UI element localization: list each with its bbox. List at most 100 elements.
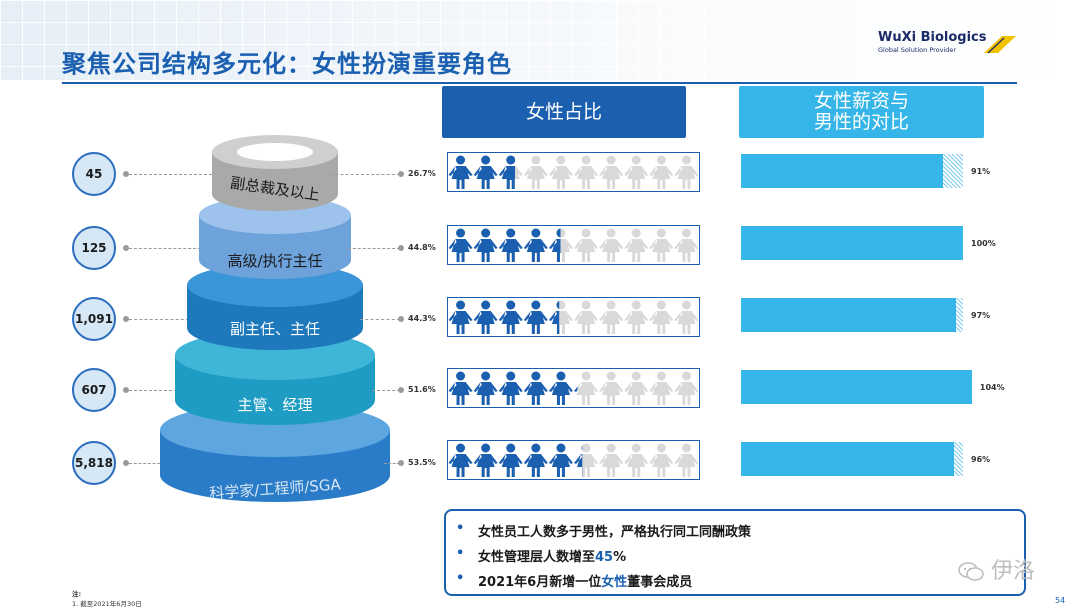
- pay-ratio-bar-gap: [956, 298, 963, 332]
- pay-ratio-bar-gap: [954, 442, 963, 476]
- person-head: [456, 300, 466, 310]
- right-connector-dot: [398, 245, 404, 251]
- person-head: [531, 443, 541, 453]
- person-head: [506, 228, 516, 238]
- person-icon: [674, 239, 699, 262]
- pay-ratio-value-senior-director: 100%: [971, 239, 996, 248]
- person-head: [556, 155, 566, 165]
- key-point-2-prefix: 女性管理层人数增至: [478, 550, 596, 565]
- company-logo: WuXi Biologics Global Solution Provider: [878, 30, 1018, 60]
- person-head: [681, 228, 691, 238]
- tier-count-manager: 607: [72, 368, 116, 412]
- header-background: [0, 0, 1080, 80]
- person-head: [581, 443, 591, 453]
- person-head: [581, 371, 591, 381]
- tier-count-director: 1,091: [72, 297, 116, 341]
- key-point-2-value: 45: [595, 550, 614, 565]
- person-icon: [548, 239, 561, 262]
- person-icon: [674, 311, 699, 334]
- tier-count-scientist: 5,818: [72, 441, 116, 485]
- tier-count-vp: 45: [72, 152, 116, 196]
- person-icon: [599, 454, 624, 477]
- person-icon: [674, 382, 699, 405]
- female-pct-scientist: 53.5%: [408, 458, 436, 467]
- left-connector-dot: [123, 171, 129, 177]
- left-connector-dot: [123, 316, 129, 322]
- person-head: [581, 445, 583, 451]
- key-point-3-suffix: 董事会成员: [627, 575, 693, 590]
- female-ratio-pictogram-senior-director: [447, 225, 700, 265]
- person-icon: [473, 382, 498, 405]
- person-icon: [473, 239, 498, 262]
- person-icon: [599, 166, 624, 189]
- person-icon: [599, 382, 624, 405]
- person-icon: [498, 311, 523, 334]
- person-icon: [498, 454, 523, 477]
- left-connector-line: [129, 319, 189, 320]
- person-head: [506, 155, 516, 165]
- tier-label-manager: 主管、经理: [237, 396, 313, 414]
- right-connector-line: [330, 174, 400, 175]
- person-head: [681, 300, 691, 310]
- right-connector-line: [360, 319, 400, 320]
- person-icon: [649, 166, 674, 189]
- right-connector-dot: [398, 387, 404, 393]
- person-head: [656, 443, 666, 453]
- female-ratio-header: 女性占比: [442, 86, 686, 138]
- pay-ratio-value-manager: 104%: [979, 383, 1005, 392]
- key-point-3: 2021年6月新增一位女性董事会成员: [456, 571, 693, 590]
- person-head: [656, 300, 666, 310]
- right-connector-line: [384, 463, 400, 464]
- person-head: [681, 155, 691, 165]
- person-icon: [548, 382, 573, 405]
- person-icon: [523, 382, 548, 405]
- person-icon: [674, 166, 699, 189]
- person-icon: [448, 239, 473, 262]
- person-head: [556, 228, 561, 238]
- right-connector-dot: [398, 460, 404, 466]
- pay-ratio-bar-fill: [741, 298, 957, 332]
- female-ratio-pictogram-scientist: [447, 440, 700, 480]
- person-icon: [599, 239, 624, 262]
- person-head: [531, 228, 541, 238]
- person-head: [606, 371, 616, 381]
- person-icon: [523, 239, 548, 262]
- pay-ratio-bar-fill: [741, 226, 963, 260]
- person-head: [456, 228, 466, 238]
- female-ratio-pictogram-manager: [447, 368, 700, 408]
- tier-count-senior-director: 125: [72, 226, 116, 270]
- person-head: [681, 443, 691, 453]
- person-head: [606, 300, 616, 310]
- pay-ratio-value-director: 97%: [971, 311, 991, 320]
- person-icon: [473, 166, 498, 189]
- left-connector-dot: [123, 245, 129, 251]
- person-icon: [624, 239, 649, 262]
- left-connector-dot: [123, 387, 129, 393]
- person-icon: [448, 166, 473, 189]
- person-head: [631, 443, 641, 453]
- person-head: [506, 300, 516, 310]
- person-head: [631, 228, 641, 238]
- person-icon: [523, 311, 548, 334]
- person-icon: [624, 382, 649, 405]
- person-head: [581, 155, 591, 165]
- person-head: [581, 300, 591, 310]
- wechat-icon: [958, 562, 984, 581]
- pay-ratio-bar-fill: [741, 154, 944, 188]
- person-icon: [649, 239, 674, 262]
- person-icon: [624, 166, 649, 189]
- person-icon: [649, 382, 674, 405]
- person-icon: [574, 386, 578, 395]
- footnote-label: 注:: [72, 590, 82, 598]
- right-connector-dot: [398, 171, 404, 177]
- person-icon: [624, 311, 649, 334]
- key-points-box: 女性员工人数多于男性，严格执行同工同酬政策 女性管理层人数增至45% 2021年…: [444, 509, 1026, 596]
- female-pay-header-line2: 男性的对比: [813, 111, 909, 133]
- left-connector-dot: [123, 460, 129, 466]
- person-head: [531, 371, 541, 381]
- person-head: [556, 371, 566, 381]
- person-icon: [448, 382, 473, 405]
- page-number: 54: [1055, 596, 1066, 605]
- female-pct-vp: 26.7%: [408, 169, 436, 178]
- org-tier-cylinders: [160, 135, 390, 502]
